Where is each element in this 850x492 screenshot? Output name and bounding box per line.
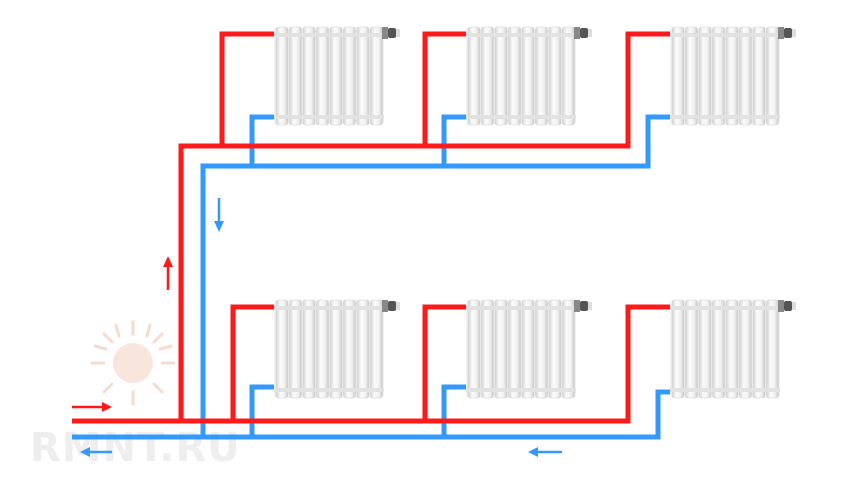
thermostatic-valve-icon — [574, 27, 592, 39]
sun-logo-icon — [90, 320, 176, 406]
radiator-upper-3 — [669, 26, 796, 126]
supply-riser — [178, 31, 672, 421]
thermostatic-valve-icon — [778, 27, 796, 39]
return-upper-branch-1 — [249, 114, 276, 166]
return-lower-branch-2 — [441, 384, 468, 437]
thermostatic-valve-icon — [382, 300, 400, 312]
return-upper-branch-2 — [441, 114, 468, 166]
radiator-upper-2 — [465, 26, 592, 126]
flow-arrow-left-icon — [80, 447, 112, 457]
radiator-lower-3 — [669, 299, 796, 399]
supply-pipes — [72, 31, 672, 424]
radiator-upper-1 — [273, 26, 400, 126]
supply-main-line — [72, 304, 672, 424]
supply-upper-branch-1 — [219, 31, 276, 146]
radiator-lower-2 — [465, 299, 592, 399]
flow-arrow-left-icon — [528, 447, 562, 457]
supply-lower-branch-2 — [422, 304, 468, 421]
return-riser — [200, 114, 672, 437]
flow-arrow-down-icon — [214, 198, 224, 232]
thermostatic-valve-icon — [778, 300, 796, 312]
supply-lower-branch-1 — [230, 304, 276, 421]
thermostatic-valve-icon — [382, 27, 400, 39]
thermostatic-valve-icon — [574, 300, 592, 312]
return-main-line — [72, 389, 672, 440]
flow-arrow-right-icon — [72, 402, 112, 412]
flow-arrow-up-icon — [163, 256, 173, 290]
supply-upper-branch-2 — [422, 31, 468, 146]
radiator-lower-1 — [273, 299, 400, 399]
return-lower-branch-1 — [249, 384, 276, 437]
